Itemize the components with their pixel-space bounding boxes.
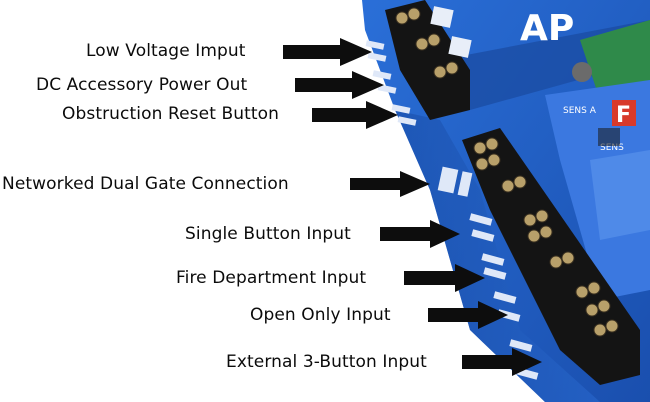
label-fire-department: Fire Department Input [176,268,367,288]
label-low-voltage: Low Voltage Imput [86,41,246,61]
lower-silkscreen [437,166,539,380]
label-open-only: Open Only Input [250,305,391,325]
sensor-strip [590,150,650,240]
switch-tab [448,36,472,58]
arrow-obstruction-reset [312,101,398,129]
arrow-fire-department [404,264,485,292]
label-external-3-button: External 3-Button Input [226,352,427,372]
arrow-networked-dual-gate [350,171,430,197]
arrow-dc-accessory [295,71,384,99]
top-terminal-screws [395,7,459,79]
arrow-external-3-button [462,348,542,376]
arrow-single-button [380,220,460,248]
main-terminal-screws [473,137,619,337]
arrow-low-voltage [283,38,372,66]
label-networked-dual-gate: Networked Dual Gate Connection [2,174,289,194]
top-terminal-block [385,0,470,120]
sensor-display [612,100,636,126]
label-dc-accessory: DC Accessory Power Out [36,75,248,95]
sensor-window [598,128,620,146]
label-single-button: Single Button Input [185,224,351,244]
arrow-open-only [428,301,508,329]
display-char: F [616,103,631,128]
label-obstruction-reset: Obstruction Reset Button [62,104,280,124]
pcb-module [580,20,650,100]
sensor-label-b: SENS [600,143,624,153]
screw-post [572,62,592,82]
switch-tab [430,6,454,28]
callout-arrows [283,38,542,376]
top-silkscreen [365,40,417,126]
brand-text: AP [520,8,574,49]
sensor-label-a: SENS A [563,106,597,116]
